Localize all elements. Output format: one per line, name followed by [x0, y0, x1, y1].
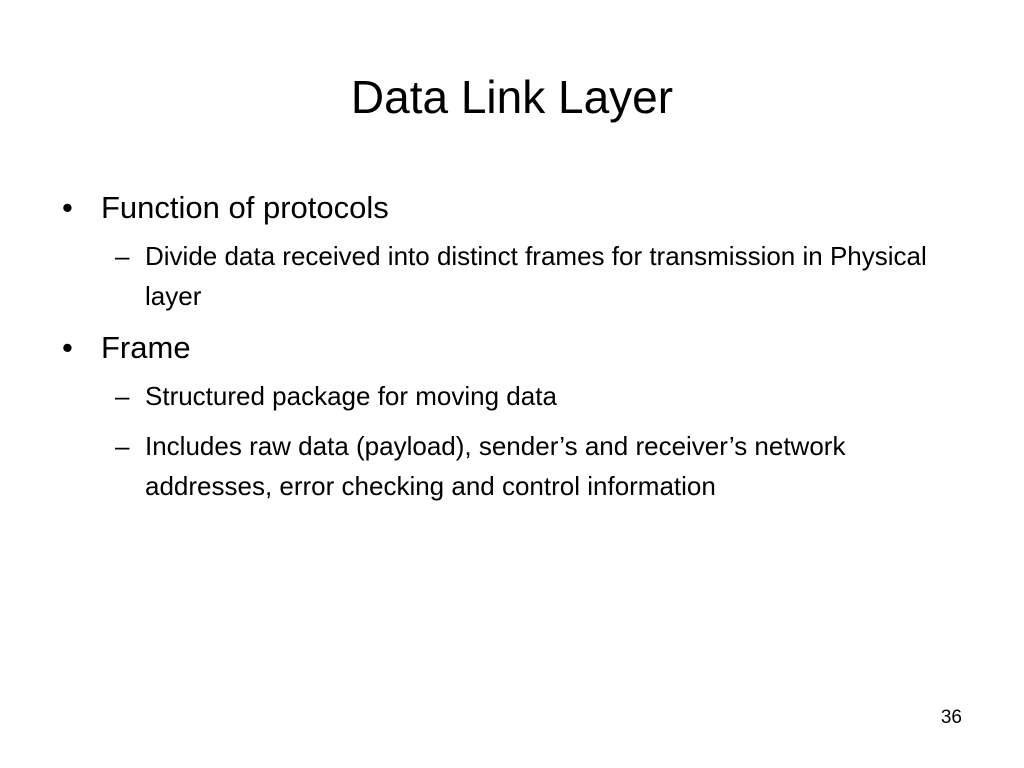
- dash-icon: –: [115, 381, 130, 411]
- slide-content: • Function of protocols – Divide data re…: [62, 186, 962, 516]
- bullet-item: • Function of protocols: [62, 186, 962, 230]
- sub-item: – Structured package for moving data: [101, 376, 945, 416]
- slide-number: 36: [940, 707, 962, 728]
- sub-item-text: Structured package for moving data: [145, 381, 557, 411]
- sub-list: – Structured package for moving data – I…: [62, 376, 962, 506]
- sub-item-text: Includes raw data (payload), sender’s an…: [145, 431, 846, 501]
- bullet-item: • Frame: [62, 326, 962, 370]
- sub-item: – Divide data received into distinct fra…: [101, 236, 945, 316]
- sub-list: – Divide data received into distinct fra…: [62, 236, 962, 316]
- bullet-text: Frame: [101, 330, 191, 365]
- bullet-icon: •: [62, 190, 73, 225]
- sub-item-text: Divide data received into distinct frame…: [145, 241, 927, 311]
- dash-icon: –: [115, 241, 130, 271]
- bullet-text: Function of protocols: [101, 190, 389, 225]
- dash-icon: –: [115, 431, 130, 461]
- slide-title: Data Link Layer: [350, 71, 674, 123]
- sub-item: – Includes raw data (payload), sender’s …: [101, 426, 945, 506]
- bullet-icon: •: [62, 330, 73, 365]
